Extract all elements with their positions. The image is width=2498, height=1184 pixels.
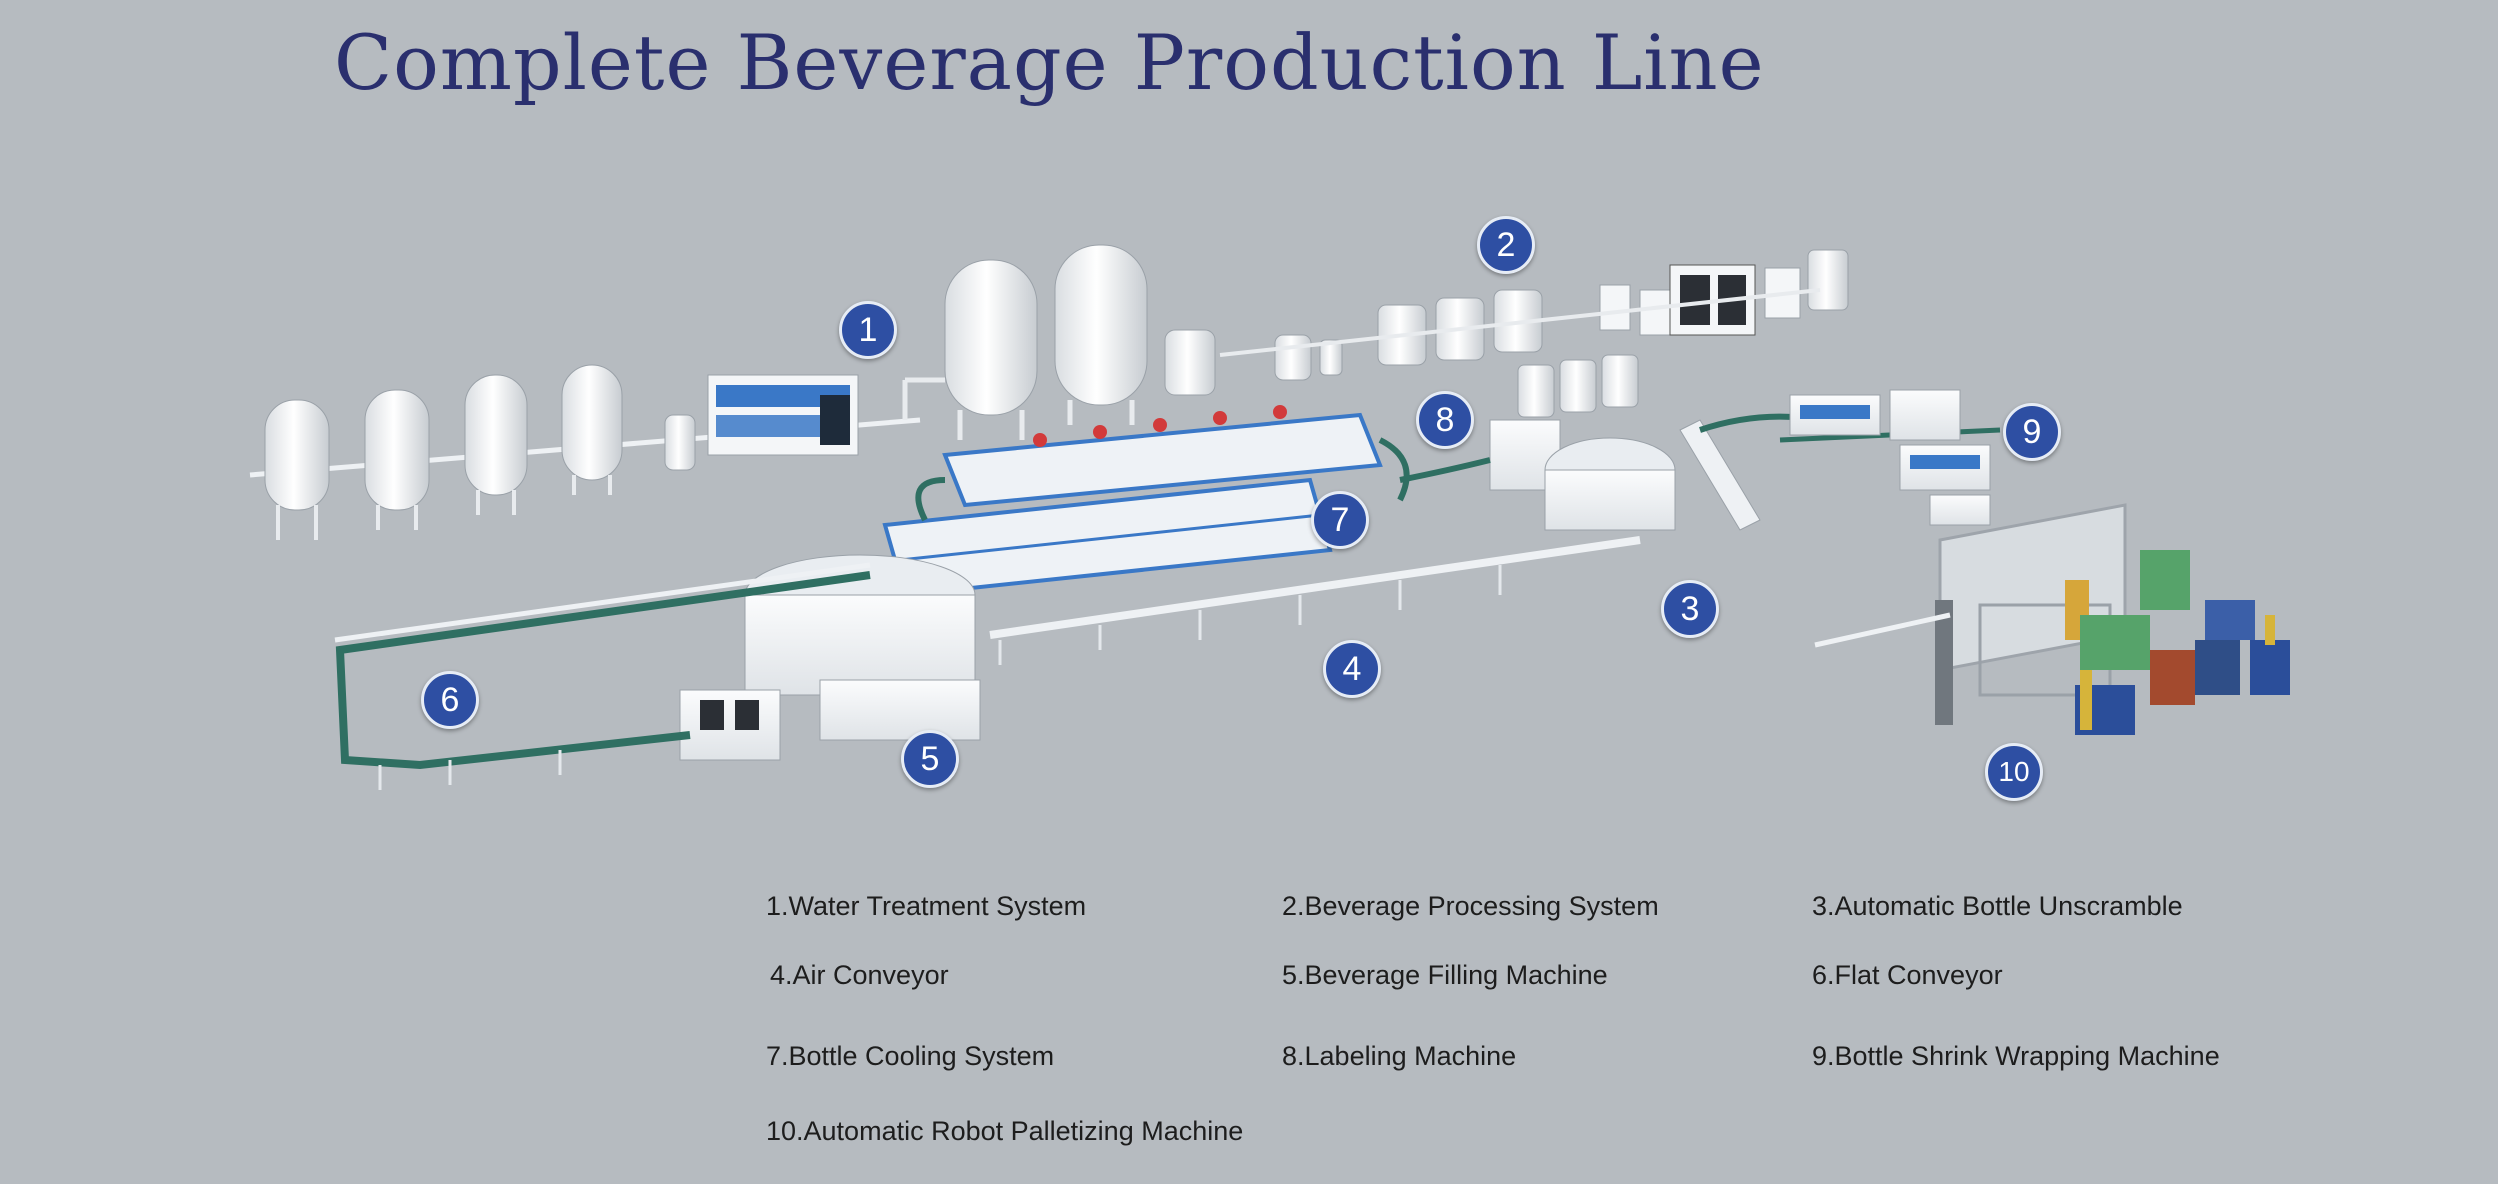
cooling-tunnel xyxy=(882,405,1410,598)
labeling-and-unscrambler xyxy=(1399,413,1821,531)
tank xyxy=(464,374,528,515)
water-treatment-tanks xyxy=(249,364,921,540)
legend-item: 1.Water Treatment System xyxy=(766,891,1087,921)
legend-item: 5.Beverage Filling Machine xyxy=(1282,960,1608,990)
legend-item: 4.Air Conveyor xyxy=(770,960,949,990)
step-badge: 4 xyxy=(1323,640,1381,698)
legend-item: 10.Automatic Robot Palletizing Machine xyxy=(766,1116,1244,1146)
robot-palletizing-cell xyxy=(1814,503,2290,735)
tank xyxy=(561,364,623,495)
step-badge: 9 xyxy=(2003,403,2061,461)
legend-item: 9.Bottle Shrink Wrapping Machine xyxy=(1812,1041,2220,1071)
legend-item: 6.Flat Conveyor xyxy=(1812,960,2003,990)
step-badge: 3 xyxy=(1661,580,1719,638)
step-badge: 7 xyxy=(1311,491,1369,549)
ro-filter-rack xyxy=(707,374,859,456)
tank xyxy=(264,399,330,540)
air-conveyor xyxy=(989,536,1641,665)
flat-conveyor xyxy=(334,562,871,790)
legend-item: 8.Labeling Machine xyxy=(1282,1041,1517,1071)
step-badge: 1 xyxy=(839,301,897,359)
legend-item: 3.Automatic Bottle Unscramble xyxy=(1812,891,2183,921)
step-badge: 10 xyxy=(1985,743,2043,801)
beverage-processing-equipment xyxy=(1164,249,1849,418)
filling-machine xyxy=(679,554,981,761)
tank xyxy=(364,389,430,530)
page-title: Complete Beverage Production Line xyxy=(334,18,1765,107)
legend-item: 7.Bottle Cooling System xyxy=(766,1041,1055,1071)
step-badge: 5 xyxy=(901,730,959,788)
step-badge: 6 xyxy=(421,671,479,729)
storage-tanks xyxy=(902,244,1148,440)
step-badge: 2 xyxy=(1477,216,1535,274)
shrink-wrapping-machine xyxy=(1779,389,2001,526)
legend-item: 2.Beverage Processing System xyxy=(1282,891,1659,921)
step-badge: 8 xyxy=(1416,391,1474,449)
